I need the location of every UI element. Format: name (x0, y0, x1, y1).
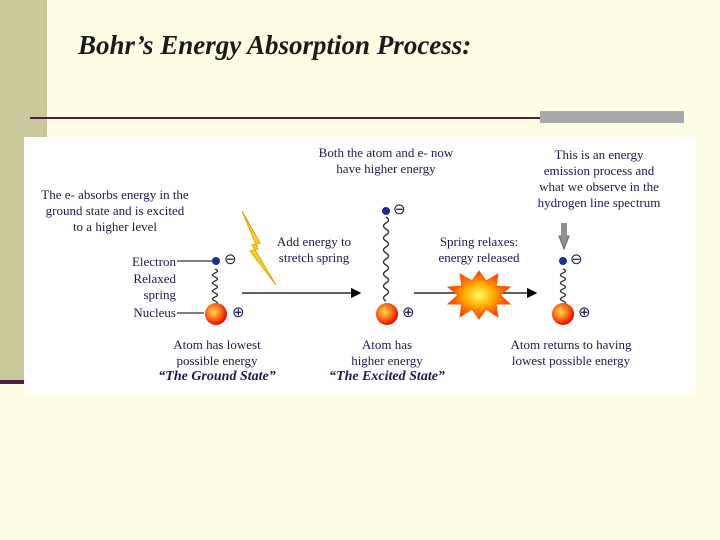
emission-line-4: hydrogen line spectrum (514, 195, 684, 211)
emission-line-2: emission process and (514, 163, 684, 179)
return-caption-line-2: lowest possible energy (486, 353, 656, 369)
excited-electron (382, 207, 390, 215)
emission-line-1: This is an energy (514, 147, 684, 163)
add-energy-line-1: Add energy to (264, 234, 364, 250)
ground-plus-icon: ⊕ (232, 305, 245, 321)
return-state-caption: Atom returns to having lowest possible e… (486, 337, 656, 369)
spring-label: spring (104, 287, 176, 303)
electron-label: Electron (104, 254, 176, 270)
title-rule (30, 117, 540, 119)
excited-top-line-2: have higher energy (286, 161, 486, 177)
relaxed-spring (561, 269, 566, 305)
excited-plus-icon: ⊕ (402, 305, 415, 321)
intro-text: The e- absorbs energy in the ground stat… (24, 187, 206, 235)
down-arrow-shaft (561, 223, 567, 237)
emission-text: This is an energy emission process and w… (514, 147, 684, 211)
relaxed-label: Relaxed (104, 271, 176, 287)
relax-text: Spring relaxes: energy released (424, 234, 534, 266)
ground-state-caption: Atom has lowest possible energy “The Gro… (142, 337, 292, 385)
excited-top-line-1: Both the atom and e- now (286, 145, 486, 161)
relaxed-nucleus (552, 303, 574, 325)
ground-state-name: “The Ground State” (142, 369, 292, 385)
excited-top-text: Both the atom and e- now have higher ene… (286, 145, 486, 177)
intro-line-3: to a higher level (24, 219, 206, 235)
return-caption-line-1: Atom returns to having (486, 337, 656, 353)
excited-nucleus (376, 303, 398, 325)
add-energy-text: Add energy to stretch spring (264, 234, 364, 266)
relaxed-electron (559, 257, 567, 265)
relax-line-1: Spring relaxes: (424, 234, 534, 250)
excited-caption-line-1: Atom has (307, 337, 467, 353)
ground-minus-icon: ⊖ (224, 252, 237, 268)
energy-burst-icon (448, 271, 510, 319)
relax-line-2: energy released (424, 250, 534, 266)
title-rule-gray-block (540, 111, 684, 123)
down-arrow-icon (559, 236, 569, 249)
nucleus-label: Nucleus (104, 305, 176, 321)
ground-caption-line-2: possible energy (142, 353, 292, 369)
relaxed-minus-icon: ⊖ (570, 252, 583, 268)
ground-nucleus (205, 303, 227, 325)
ground-spring (213, 269, 218, 305)
excited-state-caption: Atom has higher energy “The Excited Stat… (307, 337, 467, 385)
emission-line-3: what we observe in the (514, 179, 684, 195)
ground-electron (212, 257, 220, 265)
relaxed-plus-icon: ⊕ (578, 305, 591, 321)
excited-state-atom (376, 207, 398, 325)
bohr-diagram-panel: ⊖ ⊕ ⊖ ⊕ ⊖ ⊕ The e- absorbs energy in the… (24, 137, 696, 393)
intro-line-1: The e- absorbs energy in the (24, 187, 206, 203)
ground-caption-line-1: Atom has lowest (142, 337, 292, 353)
slide-title: Bohr’s Energy Absorption Process: (78, 30, 471, 61)
intro-line-2: ground state and is excited (24, 203, 206, 219)
excited-state-name: “The Excited State” (307, 369, 467, 385)
excited-spring (384, 217, 389, 301)
relaxed-atom (552, 223, 574, 325)
excited-caption-line-2: higher energy (307, 353, 467, 369)
excited-minus-icon: ⊖ (393, 202, 406, 218)
add-energy-line-2: stretch spring (264, 250, 364, 266)
